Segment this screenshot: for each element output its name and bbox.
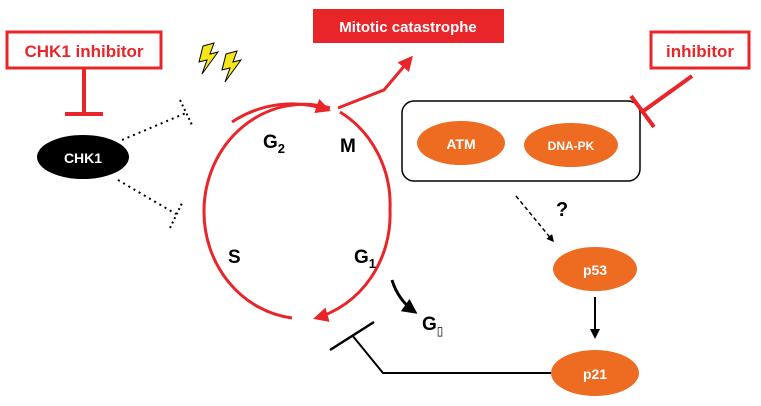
question-mark: ? [556, 199, 568, 221]
mitotic-catastrophe-box: Mitotic catastrophe [313, 9, 504, 43]
lightning-bolt-icon [198, 42, 220, 75]
phase-g2-label: G2 [263, 132, 285, 156]
mitotic-catastrophe-label: Mitotic catastrophe [339, 19, 477, 36]
mitotic-catastrophe-arrow [337, 55, 413, 110]
chk1-dotted-inhibition-s [117, 179, 183, 229]
dna-pk-label: DNA-PK [548, 139, 595, 153]
chk1-dotted-inhibition-g2 [121, 99, 193, 141]
chk1-inhibitor-box: CHK1 inhibitor [5, 30, 163, 70]
chk1-label: CHK1 [64, 150, 102, 166]
chk1-node: CHK1 [37, 135, 129, 179]
chk1-inhibitor-label: CHK1 inhibitor [25, 42, 144, 61]
p21-node: p21 [551, 350, 639, 396]
p21-inhibition-line [329, 320, 551, 374]
phase-g0-label: G▯ [422, 314, 443, 338]
g1-to-g0-arrow [390, 279, 418, 314]
chk1-inhibition-bar [65, 68, 103, 116]
p21-label: p21 [583, 366, 607, 382]
inhibitor-bar [629, 74, 694, 129]
inhibitor-label: inhibitor [666, 42, 734, 61]
lightning-bolt-icon [221, 50, 243, 83]
atm-to-p53-dashed-arrow [515, 195, 554, 243]
p53-node: p53 [553, 247, 637, 291]
phase-s-label: S [228, 247, 241, 268]
atm-node [417, 121, 505, 165]
atm-label: ATM [446, 136, 475, 152]
phase-g1-label: G1 [354, 247, 376, 271]
dna-pk-node [524, 123, 618, 167]
p53-label: p53 [583, 262, 607, 278]
inhibitor-box: inhibitor [649, 30, 751, 70]
cell-cycle-circle [202, 98, 392, 322]
atm-dnapk-box: ATM DNA-PK [401, 100, 641, 182]
phase-m-label: M [340, 136, 356, 157]
